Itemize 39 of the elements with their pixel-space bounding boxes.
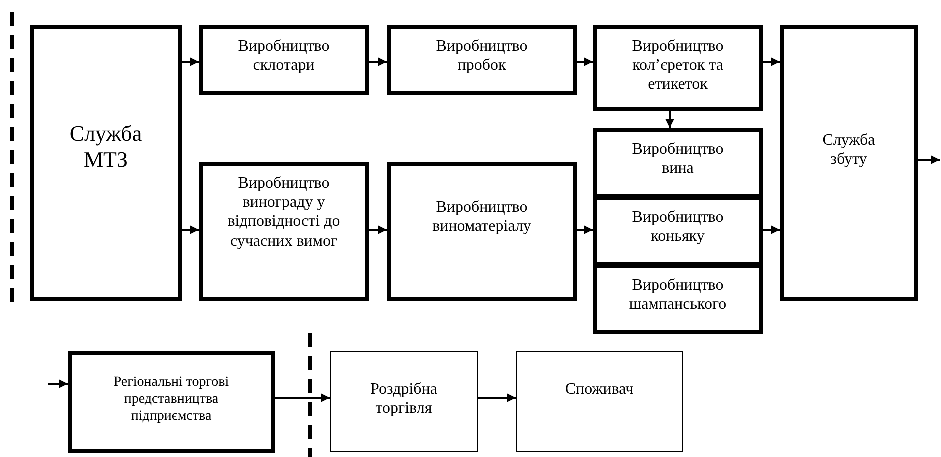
arrow (369, 58, 387, 66)
process-box (30, 25, 182, 301)
process-box (199, 162, 369, 301)
arrow (577, 226, 593, 234)
arrow (918, 156, 940, 164)
box-label: Виробництво коньяку (631, 208, 725, 246)
box-label: Виробництво пробок (435, 37, 529, 76)
process-box (593, 196, 763, 266)
process-box (516, 351, 683, 452)
box-label: Виробництво виноматеріалу (432, 198, 532, 236)
arrow (48, 380, 68, 388)
box-label: Регіональні торгові представництва підприємства (112, 375, 230, 426)
arrow (763, 58, 780, 66)
process-box (593, 128, 763, 198)
process-box (68, 351, 275, 453)
arrow (763, 226, 780, 234)
process-box (387, 25, 577, 95)
arrow (182, 226, 199, 234)
process-box (593, 25, 763, 111)
process-box (780, 25, 918, 301)
arrow (577, 58, 593, 66)
arrow (666, 111, 674, 128)
process-box (330, 351, 478, 452)
box-label: Роздрібна торгівля (370, 380, 438, 418)
box-label: Виробництво склотари (237, 37, 331, 76)
process-box (199, 25, 369, 95)
box-label: Служба збуту (822, 131, 876, 170)
process-box (387, 162, 577, 301)
box-label: Виробництво кол’єреток та етикеток (631, 37, 725, 95)
box-label: Виробництво винограду у відповідності до сучасних вимог (226, 174, 342, 251)
box-label: Виробництво шампанського (628, 276, 728, 314)
arrow (478, 394, 516, 402)
process-box (593, 264, 763, 334)
arrow (369, 226, 387, 234)
box-label: Споживач (565, 380, 634, 400)
arrow (275, 394, 330, 402)
box-label: Служба МТЗ (68, 121, 144, 174)
box-label: Виробництво вина (631, 140, 725, 178)
arrow (182, 58, 199, 66)
